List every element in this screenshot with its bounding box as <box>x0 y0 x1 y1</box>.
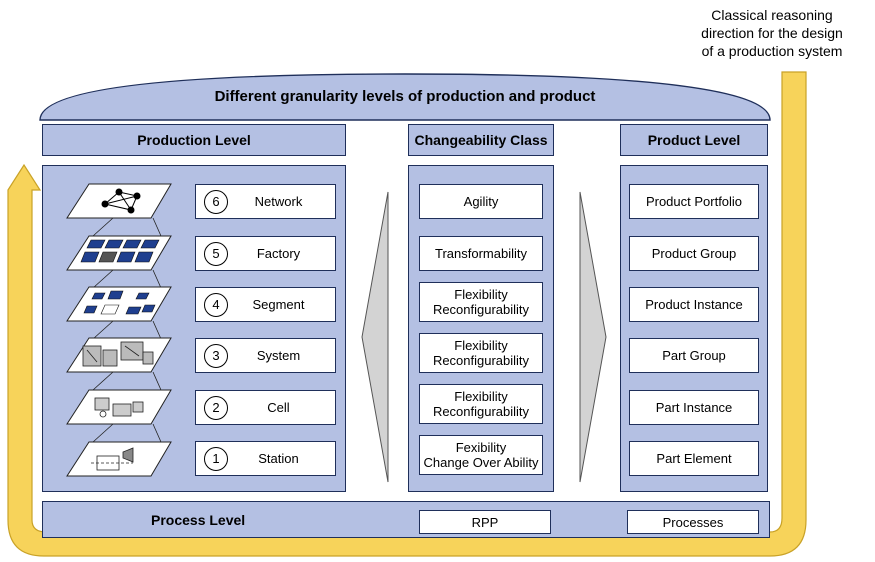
production-level-item: 6 Network <box>195 184 336 219</box>
banner-title: Different granularity levels of producti… <box>214 88 596 105</box>
process-level-label: Process Level <box>151 512 246 528</box>
production-hierarchy-illustration <box>66 183 172 477</box>
system-icon <box>82 341 154 367</box>
level-label: Station <box>258 451 299 466</box>
changeability-item: Agility <box>419 184 543 219</box>
level-label: Factory <box>256 246 301 261</box>
network-icon <box>101 188 141 214</box>
product-level-item: Product Group <box>629 236 759 271</box>
changeability-item: Fexibility Change Over Ability <box>419 435 543 475</box>
reasoning-direction-note: Classical reasoning direction for the de… <box>701 7 843 59</box>
level-label: System <box>256 348 301 363</box>
level-label: Network <box>254 194 303 209</box>
reasoning-direction-arrow <box>7 71 807 557</box>
product-level-header: Product Level <box>620 124 768 156</box>
level-number: 5 <box>204 241 228 266</box>
production-level-item: 4 Segment <box>195 287 336 322</box>
changeability-item: Flexibility Reconfigurability <box>419 333 543 373</box>
product-level-item: Part Group <box>629 338 759 373</box>
rpp-box: RPP <box>419 510 551 534</box>
level-label: Cell <box>267 400 290 415</box>
changeability-class-panel: Agility Transformability Flexibility Rec… <box>408 165 554 492</box>
production-level-item: 1 Station <box>195 441 336 476</box>
processes-box: Processes <box>627 510 759 534</box>
segment-icon <box>83 290 156 315</box>
process-level-bar: Process Level RPP Processes <box>42 501 770 538</box>
production-level-header: Production Level <box>42 124 346 156</box>
level-label: Segment <box>252 297 305 312</box>
production-level-panel: 6 Network 5 Factory 4 Segment 3 System 2… <box>42 165 346 492</box>
production-level-item: 2 Cell <box>195 390 336 425</box>
system-plane <box>66 337 172 373</box>
level-number: 4 <box>204 292 228 317</box>
level-number: 1 <box>204 446 228 471</box>
product-level-item: Part Element <box>629 441 759 476</box>
product-level-item: Product Instance <box>629 287 759 322</box>
right-triangle <box>579 191 607 483</box>
factory-icon <box>80 239 160 263</box>
product-level-panel: Product Portfolio Product Group Product … <box>620 165 768 492</box>
changeability-item: Flexibility Reconfigurability <box>419 282 543 322</box>
product-level-item: Part Instance <box>629 390 759 425</box>
product-level-item: Product Portfolio <box>629 184 759 219</box>
changeability-item: Flexibility Reconfigurability <box>419 384 543 424</box>
cell-icon <box>94 397 144 418</box>
left-triangle <box>361 191 389 483</box>
level-number: 6 <box>204 189 228 214</box>
station-icon <box>91 447 134 471</box>
level-number: 3 <box>204 343 228 368</box>
changeability-item: Transformability <box>419 236 543 271</box>
production-level-item: 5 Factory <box>195 236 336 271</box>
banner-shape <box>39 73 771 121</box>
level-number: 2 <box>204 395 228 420</box>
production-level-item: 3 System <box>195 338 336 373</box>
changeability-class-header: Changeability Class <box>408 124 554 156</box>
